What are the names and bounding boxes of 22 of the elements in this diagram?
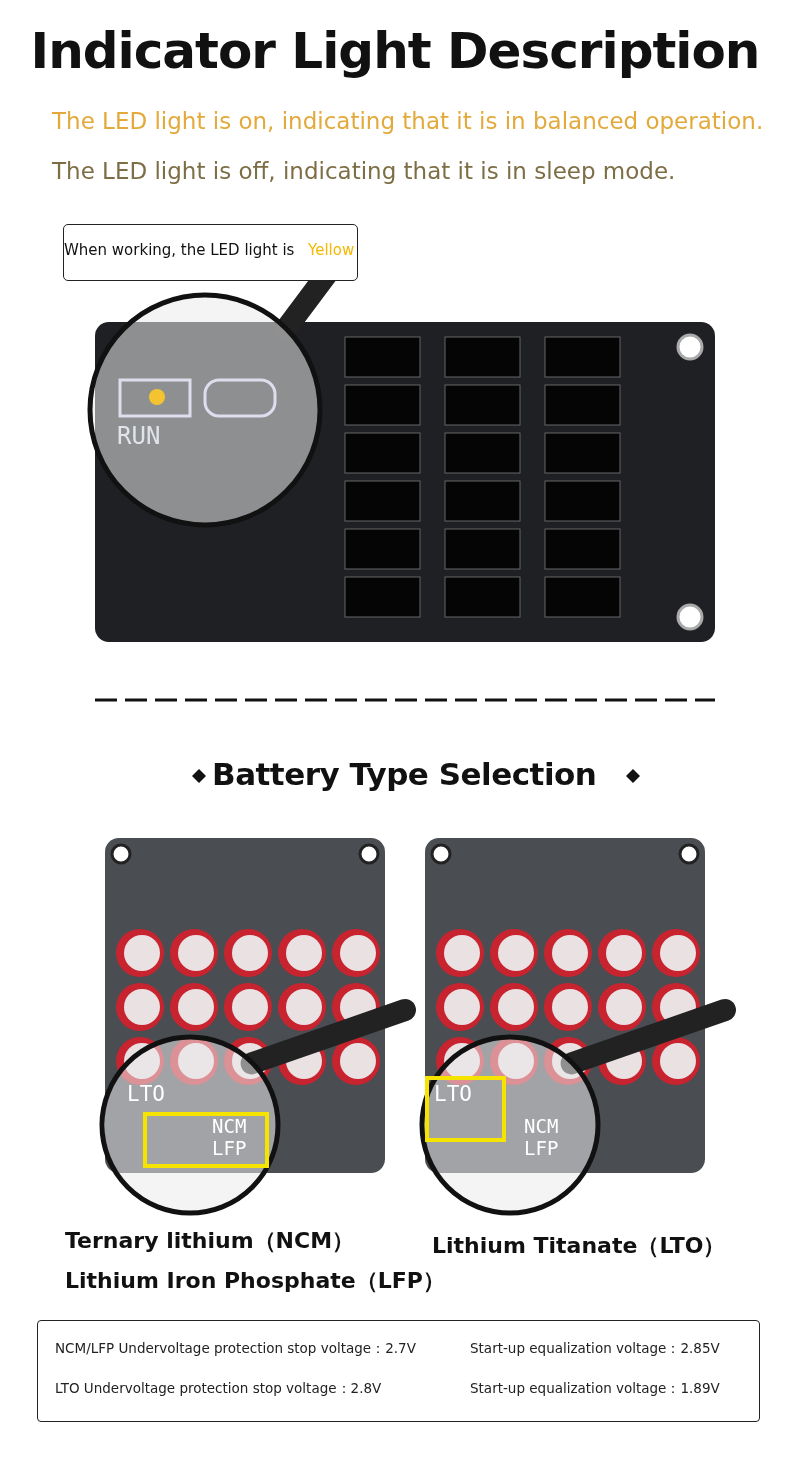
battery-type-caption: Lithium Titanate（LTO） [432, 1232, 726, 1260]
silkscreen-label: LTO [434, 1082, 472, 1106]
title: Indicator Light Description [29, 22, 761, 80]
silkscreen-label: RUN [117, 422, 161, 450]
callout-text: When working, the LED light is [64, 241, 295, 259]
silkscreen-label: NCM [524, 1115, 559, 1137]
table-cell-text: Start-up equalization voltage：2.85V [470, 1340, 720, 1358]
battery-type-caption: Ternary lithium（NCM） [65, 1227, 355, 1255]
subtitle: The LED light is on, indicating that it is in balanced operation. [52, 108, 764, 134]
table-cell-text: NCM/LFP Undervoltage protection stop voltage：2.7V [55, 1340, 416, 1358]
silkscreen-label: LFP [524, 1137, 559, 1159]
silkscreen-label: NCM [212, 1115, 247, 1137]
section-heading: Battery Type Selection [212, 756, 597, 792]
table-cell-text: LTO Undervoltage protection stop voltage：2.8V [55, 1380, 382, 1398]
silkscreen-label: LTO [127, 1082, 165, 1106]
table-cell-text: Start-up equalization voltage：1.89V [470, 1380, 720, 1398]
battery-type-caption: Lithium Iron Phosphate（LFP） [65, 1267, 445, 1295]
callout-box [63, 224, 358, 281]
silkscreen-label: LFP [212, 1137, 247, 1159]
highlight-word: Yellow [308, 241, 355, 259]
spec-table-box [37, 1320, 760, 1422]
subtitle: The LED light is off, indicating that it is in sleep mode. [52, 158, 676, 184]
